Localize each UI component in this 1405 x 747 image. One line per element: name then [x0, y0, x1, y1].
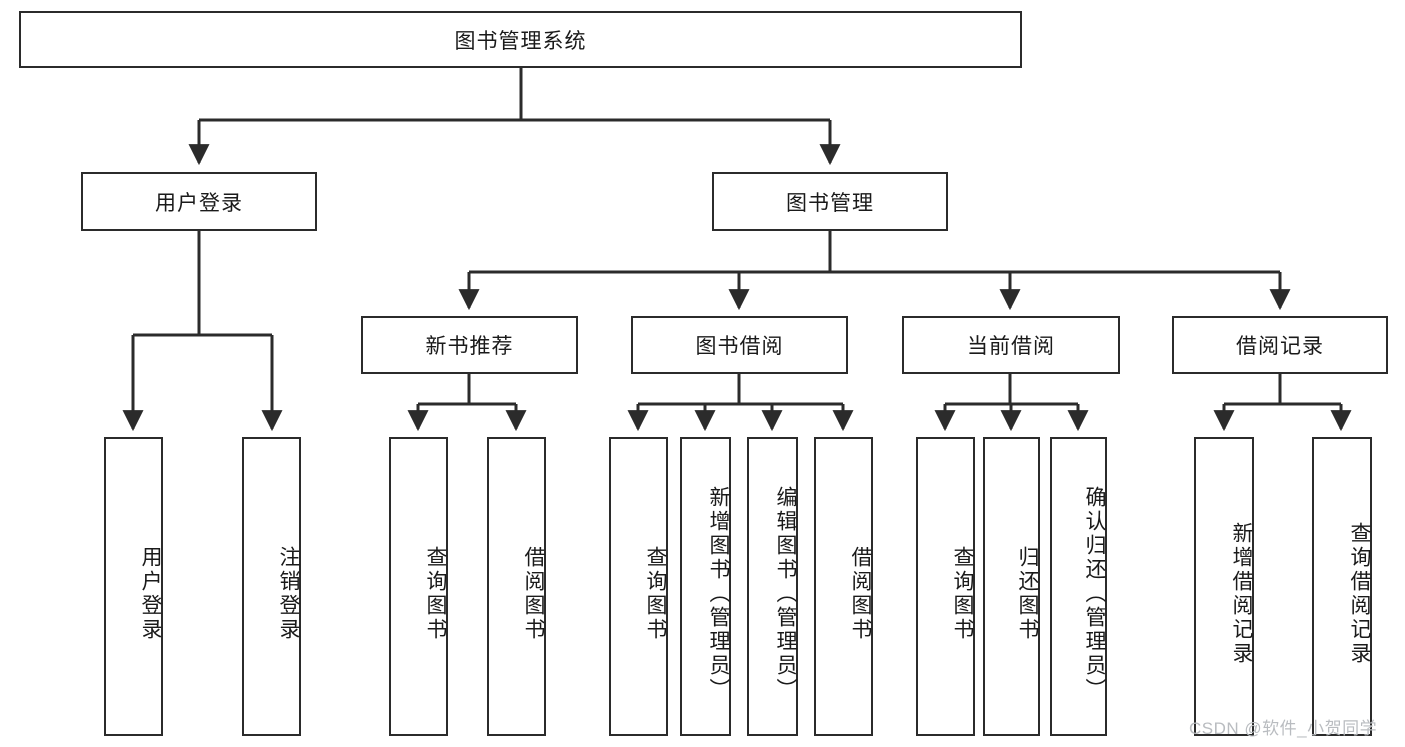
leaf-add-book-label: 新增图书（管理员） — [707, 485, 730, 702]
node-borrow-record-label: 借阅记录 — [1236, 335, 1324, 358]
leaf-return-book-label: 归还图书 — [1016, 545, 1039, 642]
leaf-query-borrow-record[interactable]: 查询借阅记录 — [1312, 437, 1372, 736]
leaf-query-book-current[interactable]: 查询图书 — [916, 437, 975, 736]
leaf-edit-book[interactable]: 编辑图书（管理员） — [747, 437, 798, 736]
leaf-query-book-recommend-label: 查询图书 — [424, 545, 447, 642]
watermark: CSDN @软件_小贺同学 — [1189, 719, 1378, 738]
node-book-borrow-label: 图书借阅 — [695, 335, 784, 358]
leaf-query-book-borrow[interactable]: 查询图书 — [609, 437, 668, 736]
node-root-label: 图书管理系统 — [454, 29, 587, 53]
leaf-borrow-book-recommend[interactable]: 借阅图书 — [487, 437, 546, 736]
node-current-borrow-label: 当前借阅 — [967, 335, 1055, 358]
leaf-borrow-book-recommend-label: 借阅图书 — [522, 545, 545, 642]
node-user-login[interactable]: 用户登录 — [81, 172, 317, 231]
leaf-borrow-book-label: 借阅图书 — [849, 545, 872, 642]
leaf-return-book[interactable]: 归还图书 — [983, 437, 1040, 736]
node-user-login-label: 用户登录 — [155, 191, 243, 215]
node-new-book-recommend-label: 新书推荐 — [425, 335, 514, 358]
node-new-book-recommend[interactable]: 新书推荐 — [361, 316, 578, 374]
node-book-borrow[interactable]: 图书借阅 — [631, 316, 848, 374]
leaf-logout-login-label: 注销登录 — [277, 545, 300, 642]
leaf-query-borrow-record-label: 查询借阅记录 — [1348, 521, 1371, 666]
leaf-confirm-return-label: 确认归还（管理员） — [1083, 485, 1106, 702]
leaf-query-book-current-label: 查询图书 — [951, 545, 974, 642]
node-root[interactable]: 图书管理系统 — [19, 11, 1022, 68]
leaf-edit-book-label: 编辑图书（管理员） — [774, 485, 797, 702]
leaf-borrow-book[interactable]: 借阅图书 — [814, 437, 873, 736]
leaf-query-book-recommend[interactable]: 查询图书 — [389, 437, 448, 736]
leaf-user-login-label: 用户登录 — [139, 545, 162, 642]
leaf-add-borrow-record[interactable]: 新增借阅记录 — [1194, 437, 1254, 736]
leaf-logout-login[interactable]: 注销登录 — [242, 437, 301, 736]
leaf-query-book-borrow-label: 查询图书 — [644, 545, 667, 642]
leaf-add-borrow-record-label: 新增借阅记录 — [1230, 521, 1253, 666]
node-book-manage-label: 图书管理 — [786, 191, 874, 215]
node-book-manage[interactable]: 图书管理 — [712, 172, 948, 231]
node-current-borrow[interactable]: 当前借阅 — [902, 316, 1120, 374]
leaf-user-login[interactable]: 用户登录 — [104, 437, 163, 736]
leaf-confirm-return[interactable]: 确认归还（管理员） — [1050, 437, 1107, 736]
node-borrow-record[interactable]: 借阅记录 — [1172, 316, 1388, 374]
leaf-add-book[interactable]: 新增图书（管理员） — [680, 437, 731, 736]
